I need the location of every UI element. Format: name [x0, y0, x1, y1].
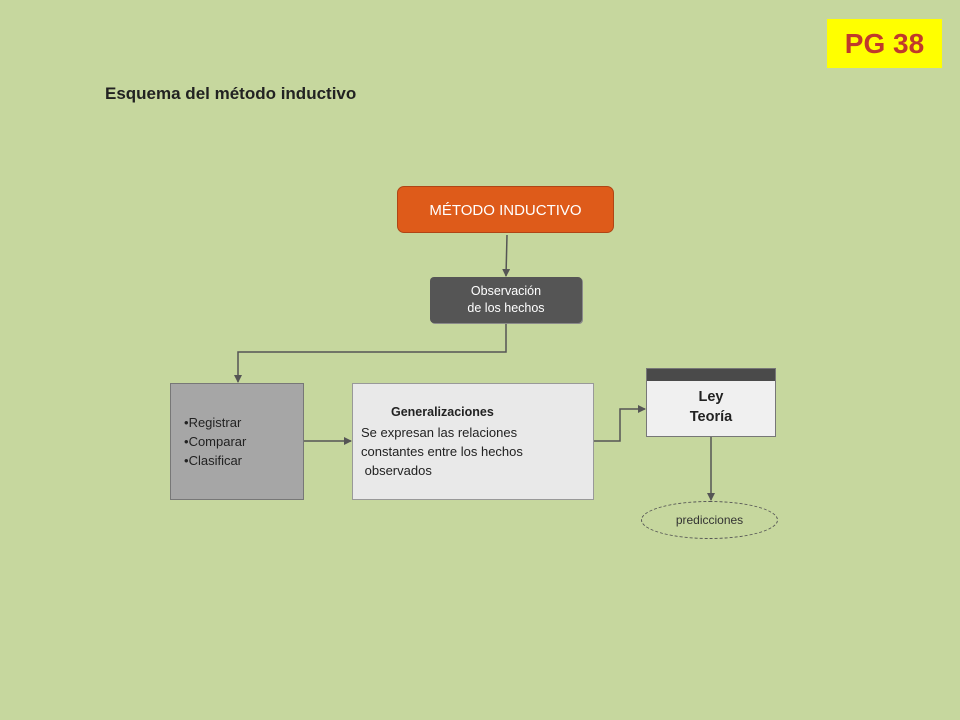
- slide-title: Esquema del método inductivo: [105, 84, 357, 103]
- ley-header-bar: [647, 369, 775, 381]
- connector-observacion-registro: [234, 323, 507, 383]
- node-observacion: Observación de los hechos: [430, 277, 582, 323]
- page-badge: PG 38: [827, 19, 942, 68]
- generalizaciones-body: Se expresan las relaciones constantes en…: [361, 423, 523, 480]
- ley-label: Ley: [698, 389, 724, 405]
- teoria-label: Teoría: [689, 409, 733, 425]
- node-registro: Registrar Comparar Clasificar: [170, 383, 304, 500]
- ley-teoria-text: Ley Teoría: [647, 387, 775, 427]
- connector-generalizaciones-ley: [594, 405, 646, 442]
- node-metodo-inductivo: MÉTODO INDUCTIVO: [397, 186, 614, 233]
- generalizaciones-line: Se expresan las relaciones: [361, 425, 518, 440]
- registro-item: Registrar: [184, 413, 303, 432]
- observacion-line-2: de los hechos: [467, 301, 545, 315]
- registro-item: Clasificar: [184, 451, 303, 470]
- generalizaciones-line: observados: [361, 463, 432, 478]
- connector-metodo-observacion: [502, 234, 511, 277]
- node-predicciones: predicciones: [641, 501, 778, 539]
- observacion-line-1: Observación: [470, 284, 542, 298]
- node-ley-teoria: Ley Teoría: [646, 368, 776, 437]
- registro-item: Comparar: [184, 432, 303, 451]
- node-generalizaciones: Generalizaciones Se expresan las relacio…: [352, 383, 594, 500]
- generalizaciones-title: Generalizaciones: [391, 405, 494, 419]
- generalizaciones-line: constantes entre los hechos: [361, 444, 523, 459]
